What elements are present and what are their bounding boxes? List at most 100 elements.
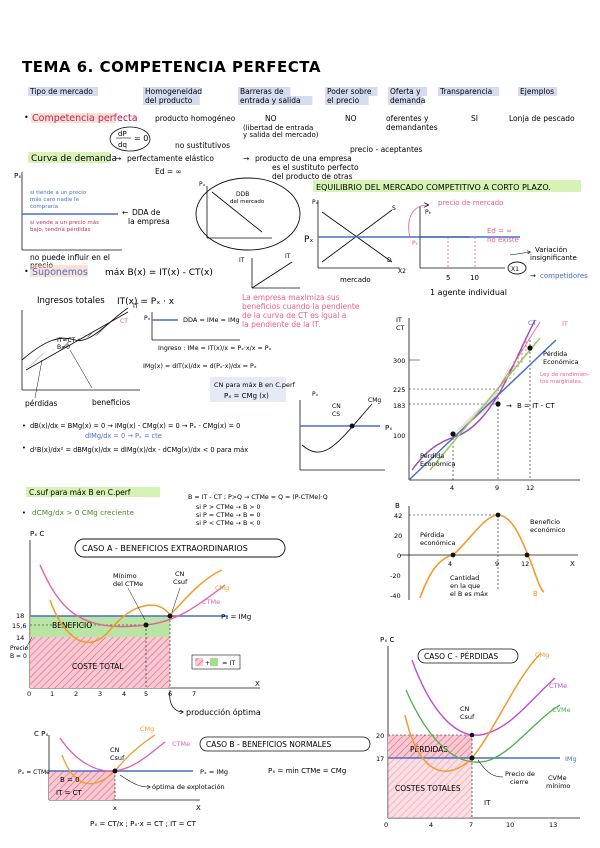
svg-text:Precio de: Precio de	[505, 770, 535, 778]
svg-text:B: B	[395, 502, 400, 510]
svg-text:Curva de demanda: Curva de demanda	[31, 154, 117, 164]
svg-text:X: X	[570, 560, 575, 568]
svg-text:5: 5	[144, 690, 148, 698]
svg-text:DDA = IMe = IMg: DDA = IMe = IMg	[183, 316, 240, 324]
svg-text:Competencia perfecta: Competencia perfecta	[32, 113, 138, 124]
svg-text:4: 4	[429, 821, 433, 829]
svg-text:Cantidad: Cantidad	[450, 574, 479, 582]
svg-text:(libertad de entrada: (libertad de entrada	[243, 124, 313, 132]
svg-text:17: 17	[376, 755, 384, 763]
b-chart: B X 42 20 0 -20 -40 4 9 12 Pérdida econó…	[390, 502, 578, 600]
sustitutivos: no sustitutivos	[175, 141, 230, 150]
svg-text:0: 0	[384, 821, 388, 829]
svg-text:máx B(x) = IT(x) - CT(x): máx B(x) = IT(x) - CT(x)	[105, 268, 213, 278]
svg-text:15,6: 15,6	[12, 622, 26, 630]
svg-text:Económica: Económica	[543, 358, 578, 366]
svg-text:18: 18	[16, 612, 24, 620]
svg-text:DDA de: DDA de	[132, 208, 161, 217]
svg-text:IMg(x) = dIT(x)/dx = d(Pₓ·x)/d: IMg(x) = dIT(x)/dx = d(Pₓ·x)/dx = Pₓ	[143, 363, 257, 370]
svg-text:producto de una empresa: producto de una empresa	[255, 154, 352, 163]
svg-text:insignificante: insignificante	[530, 254, 577, 262]
svg-text:IT(x) = Pₓ · x: IT(x) = Pₓ · x	[117, 297, 175, 307]
svg-text:dCMg/dx > 0 CMg creciente: dCMg/dx > 0 CMg creciente	[32, 508, 134, 517]
svg-text:Pₓ = CMg (x): Pₓ = CMg (x)	[224, 392, 269, 400]
caso-c-chart: CASO C - PÉRDIDAS Pₓ C PÉRDIDAS COSTES T…	[376, 636, 580, 829]
svg-text:La empresa maximiza sus: La empresa maximiza sus	[242, 293, 340, 302]
svg-text:CASO C - PÉRDIDAS: CASO C - PÉRDIDAS	[424, 652, 498, 661]
svg-text:CTMe: CTMe	[172, 740, 190, 748]
svg-text:CN: CN	[110, 746, 120, 754]
comparison-row: • Competencia perfecta Competencia perfe…	[24, 113, 575, 154]
svg-text:←: ←	[122, 208, 128, 217]
svg-text:B: B	[533, 590, 538, 598]
svg-text:COSTES TOTALES: COSTES TOTALES	[395, 784, 461, 793]
svg-text:mercado: mercado	[340, 276, 371, 284]
svg-text:•: •	[24, 113, 29, 122]
svg-text:B = IT - CT ; P>Q → CTMe = Q =: B = IT - CT ; P>Q → CTMe = Q = (P-CTMe)·…	[188, 494, 328, 501]
svg-text:Pₓ C: Pₓ C	[380, 636, 395, 644]
svg-text:del mercado: del mercado	[230, 199, 265, 205]
svg-text:NO: NO	[345, 114, 357, 123]
svg-text:4: 4	[122, 690, 126, 698]
svg-text:10: 10	[470, 274, 479, 282]
svg-text:2: 2	[74, 690, 78, 698]
svg-text:Ingreso : IMe = IT(x)/x = Pₓ·x: Ingreso : IMe = IT(x)/x = Pₓ·x/x = Pₓ	[158, 345, 272, 352]
svg-text:→: →	[530, 272, 536, 280]
page-title: TEMA 6. COMPETENCIA PERFECTA	[22, 58, 321, 76]
svg-text:SI: SI	[471, 114, 478, 123]
svg-text:demandantes: demandantes	[386, 123, 438, 132]
svg-text:CVMe: CVMe	[548, 774, 567, 782]
svg-text:dq: dq	[118, 141, 127, 149]
svg-text:IT: IT	[484, 799, 491, 807]
caso-a-chart: CASO A - BENEFICIOS EXTRAORDINARIOS Pₓ C…	[10, 530, 286, 717]
svg-text:10: 10	[506, 821, 514, 829]
svg-text:→: →	[243, 154, 249, 163]
header-tag: Ejemplos	[518, 87, 558, 96]
svg-text:B = 0: B = 0	[60, 776, 80, 784]
svg-text:IT: IT	[239, 257, 245, 264]
svg-text:producción óptima: producción óptima	[186, 707, 261, 717]
caso-b-chart: CASO B - BENEFICIOS NORMALES C Pₓ X Pₓ =…	[18, 725, 371, 828]
svg-text:•: •	[24, 267, 29, 276]
svg-text:precio - aceptantes: precio - aceptantes	[350, 145, 423, 154]
svg-text:beneficios cuando la pendiente: beneficios cuando la pendiente	[242, 302, 360, 311]
svg-text:6: 6	[168, 690, 172, 698]
svg-text:CASO B - BENEFICIOS NORMALES: CASO B - BENEFICIOS NORMALES	[206, 740, 332, 749]
svg-text:X2: X2	[398, 268, 406, 275]
svg-text:12: 12	[526, 484, 534, 492]
svg-text:CTMe: CTMe	[549, 682, 567, 690]
svg-text:183: 183	[393, 402, 405, 410]
svg-text:si P > CTMe → B > 0: si P > CTMe → B > 0	[196, 504, 261, 511]
svg-text:Pₓ = IMg: Pₓ = IMg	[221, 613, 251, 621]
header-tag-label: demanda	[390, 96, 425, 105]
svg-text:Ed = ∞: Ed = ∞	[155, 167, 182, 176]
svg-text:S: S	[392, 205, 396, 212]
svg-text:= 0: = 0	[134, 134, 148, 143]
svg-text:del CTMe: del CTMe	[113, 580, 143, 588]
svg-text:Pₓ C: Pₓ C	[30, 530, 45, 538]
svg-text:COSTE TOTAL: COSTE TOTAL	[72, 662, 124, 671]
svg-text:4: 4	[448, 560, 452, 568]
svg-text:Pₓ: Pₓ	[385, 424, 392, 432]
svg-text:100: 100	[393, 432, 405, 440]
svg-text:Pₓ: Pₓ	[14, 172, 21, 180]
svg-text:oferentes y: oferentes y	[386, 114, 429, 123]
svg-text:Pₓ = CT/x ; Pₓ·x = CT ; IT = C: Pₓ = CT/x ; Pₓ·x = CT ; IT = CT	[90, 820, 197, 828]
svg-text:20: 20	[376, 732, 384, 740]
svg-text:42: 42	[394, 512, 402, 520]
svg-text:X: X	[255, 680, 260, 688]
svg-text:económico: económico	[530, 526, 565, 534]
svg-text:B = 0: B = 0	[10, 653, 27, 660]
svg-text:•: •	[22, 509, 26, 517]
header-tag: Transparencia	[438, 87, 500, 96]
svg-text:20: 20	[394, 532, 402, 540]
svg-text:-20: -20	[390, 572, 401, 580]
header-tag-label: Poder sobre	[327, 87, 372, 96]
svg-text:beneficios: beneficios	[92, 398, 130, 407]
svg-text:CN: CN	[332, 403, 341, 410]
svg-text:IT: IT	[396, 316, 402, 324]
svg-text:Pₓ: Pₓ	[199, 181, 206, 188]
